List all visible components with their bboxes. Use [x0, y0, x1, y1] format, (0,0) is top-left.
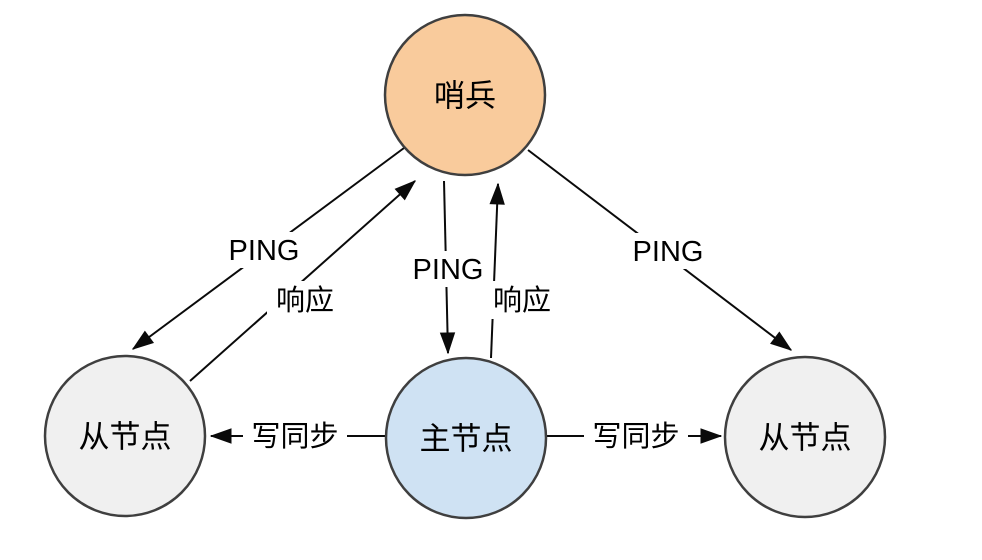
response-middle-label-bg — [484, 281, 560, 319]
slave-left-circle — [43, 354, 207, 518]
response-middle-label: 响应 — [493, 284, 551, 317]
writesync-right-label: 写同步 — [592, 420, 679, 453]
slave-left-node: 从节点 — [43, 354, 207, 518]
slave-right-label: 从节点 — [759, 421, 852, 456]
response-left-label-bg — [267, 281, 343, 319]
ping-middle-label-bg — [406, 251, 490, 287]
sentinel-circle — [383, 13, 547, 177]
sentinel-label: 哨兵 — [434, 79, 496, 114]
nodes: 哨兵 从节点 主节点 从节点 — [43, 13, 887, 520]
response-left-label: 响应 — [276, 284, 334, 317]
ping-right-label-bg — [626, 233, 710, 269]
master-node: 主节点 — [384, 356, 548, 520]
edge-labels: PING 响应 PING 响应 PING 写同步 写同步 — [222, 232, 710, 455]
writesync-left-label: 写同步 — [251, 420, 338, 453]
master-label: 主节点 — [420, 422, 513, 457]
slave-left-label: 从节点 — [79, 420, 172, 455]
writesync-right-label-bg — [584, 417, 688, 455]
ping-left-label: PING — [229, 235, 300, 267]
ping-left-label-bg — [222, 232, 306, 268]
edge-response-master-to-sentinel — [491, 184, 498, 359]
ping-middle-label: PING — [413, 254, 484, 286]
slave-right-circle — [723, 355, 887, 519]
master-circle — [384, 356, 548, 520]
sentinel-node: 哨兵 — [383, 13, 547, 177]
ping-right-label: PING — [633, 236, 704, 268]
writesync-left-label-bg — [243, 417, 347, 455]
slave-right-node: 从节点 — [723, 355, 887, 519]
